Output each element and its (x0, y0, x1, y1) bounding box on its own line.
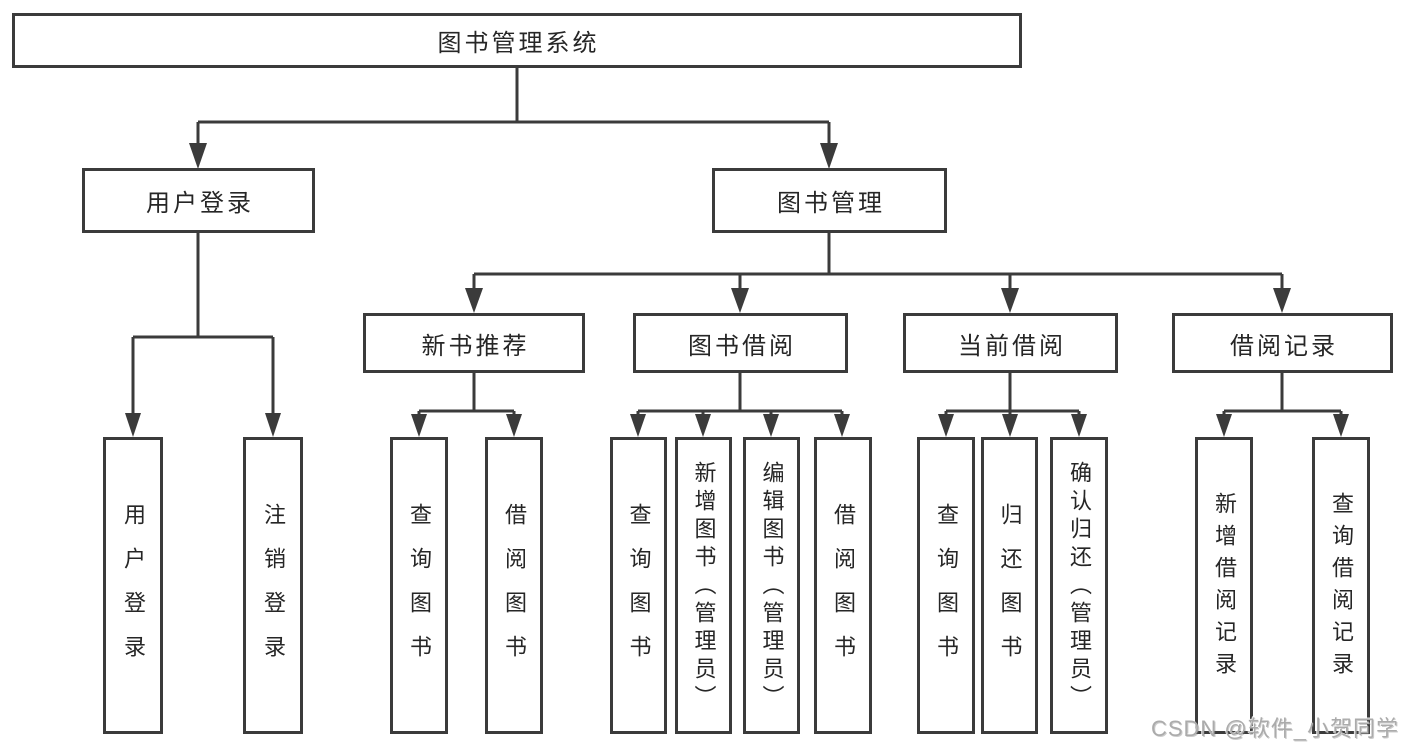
node-user-login: 用户登录 (82, 168, 315, 233)
leaf-bb-query-book-label: 查询图书 (626, 503, 652, 679)
node-current-borrowing: 当前借阅 (903, 313, 1118, 373)
leaf-rec-borrow-book: 借阅图书 (485, 437, 543, 734)
leaf-logout: 注销登录 (243, 437, 303, 734)
leaf-bb-add-book-admin: 新增图书（管理员） (675, 437, 732, 734)
leaf-cb-confirm-return-admin-label: 确认归还（管理员） (1067, 461, 1092, 713)
csdn-watermark: CSDN @软件_小贺同学 (1150, 716, 1399, 741)
leaf-br-query-record-label: 查询借阅记录 (1329, 492, 1354, 684)
leaf-bb-add-book-admin-label: 新增图书（管理员） (691, 461, 717, 713)
leaf-rec-query-book: 查询图书 (390, 437, 448, 734)
node-book-management: 图书管理 (712, 168, 947, 233)
leaf-br-query-record: 查询借阅记录 (1312, 437, 1370, 734)
leaf-cb-query-book-label: 查询图书 (934, 503, 959, 679)
leaf-user-login-label: 用户登录 (121, 503, 146, 679)
leaf-br-add-record: 新增借阅记录 (1195, 437, 1253, 734)
leaf-rec-borrow-book-label: 借阅图书 (502, 503, 527, 679)
leaf-bb-borrow-book: 借阅图书 (814, 437, 872, 734)
leaf-user-login: 用户登录 (103, 437, 163, 734)
node-library-management-system: 图书管理系统 (12, 13, 1022, 68)
leaf-cb-query-book: 查询图书 (917, 437, 975, 734)
node-new-book-recommendation: 新书推荐 (363, 313, 585, 373)
leaf-logout-label: 注销登录 (261, 503, 286, 679)
leaf-bb-edit-book-admin: 编辑图书（管理员） (743, 437, 800, 734)
leaf-rec-query-book-label: 查询图书 (407, 503, 432, 679)
leaf-br-add-record-label: 新增借阅记录 (1212, 492, 1237, 684)
leaf-cb-return-book-label: 归还图书 (997, 503, 1023, 679)
leaf-bb-query-book: 查询图书 (610, 437, 667, 734)
node-borrowing-records: 借阅记录 (1172, 313, 1393, 373)
node-book-borrowing: 图书借阅 (633, 313, 848, 373)
leaf-bb-borrow-book-label: 借阅图书 (831, 503, 856, 679)
leaf-bb-edit-book-admin-label: 编辑图书（管理员） (759, 461, 785, 713)
leaf-cb-confirm-return-admin: 确认归还（管理员） (1050, 437, 1108, 734)
leaf-cb-return-book: 归还图书 (981, 437, 1038, 734)
